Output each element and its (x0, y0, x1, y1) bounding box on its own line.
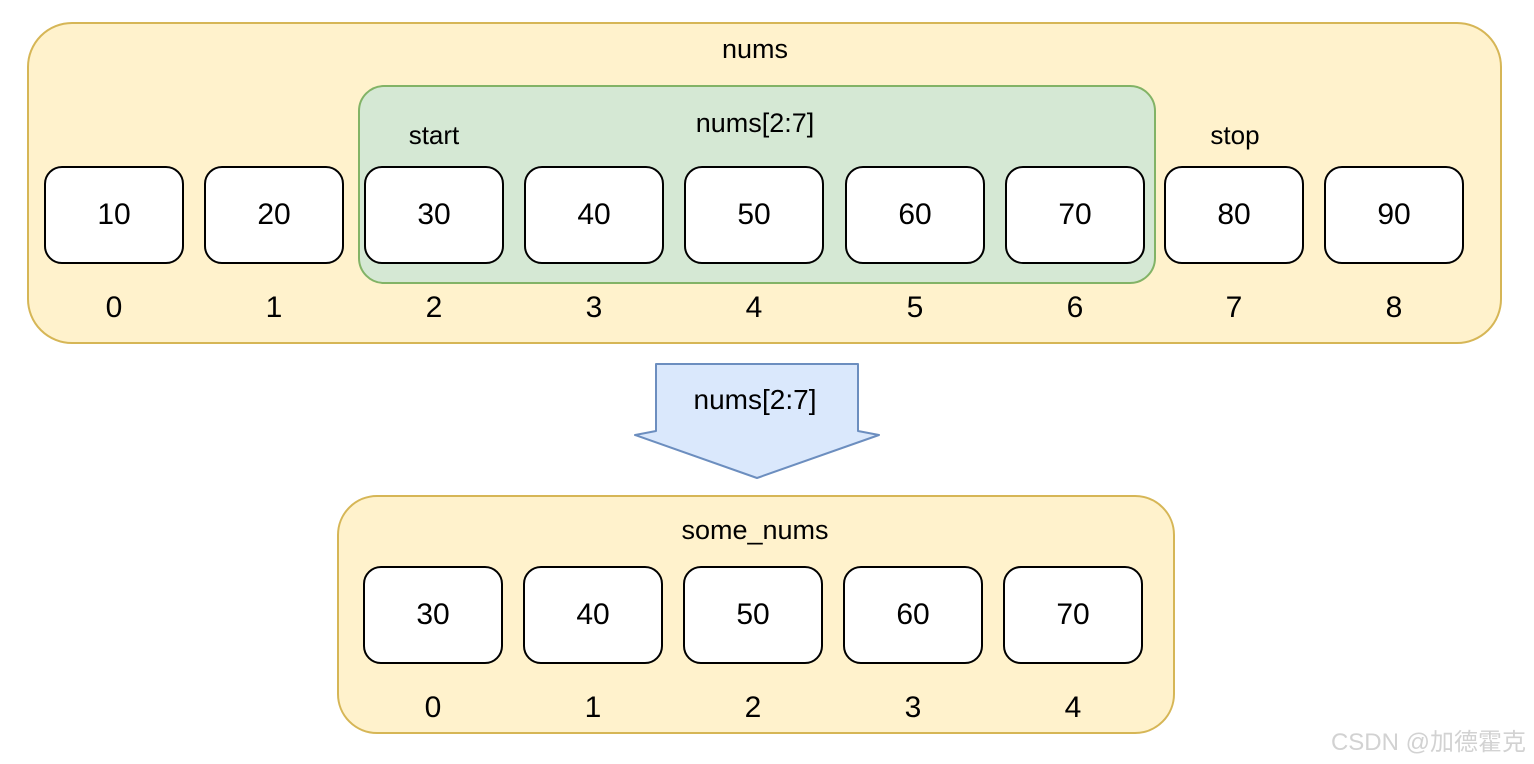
nums-index-8: 8 (1385, 291, 1403, 324)
cell-value: 10 (97, 198, 131, 231)
nums-title: nums (721, 34, 789, 64)
cell-value: 40 (577, 198, 611, 231)
nums-cell-7: 80 (1164, 166, 1304, 264)
cell-value: 50 (736, 598, 770, 631)
nums-index-1: 1 (265, 291, 283, 324)
nums-cell-2: 30 (364, 166, 504, 264)
nums-index-5: 5 (906, 291, 924, 324)
watermark: CSDN @加德霍克 (1330, 729, 1526, 756)
nums-cell-5: 60 (845, 166, 985, 264)
down-arrow-icon (634, 363, 880, 479)
nums-index-0: 0 (105, 291, 123, 324)
some-nums-cell-1: 40 (523, 566, 663, 664)
nums-cell-0: 10 (44, 166, 184, 264)
stop-label: stop (1210, 120, 1260, 150)
cell-value: 70 (1056, 598, 1090, 631)
nums-cell-6: 70 (1005, 166, 1145, 264)
nums-cell-3: 40 (524, 166, 664, 264)
cell-value: 30 (417, 198, 451, 231)
some-nums-index-1: 1 (584, 691, 602, 724)
cell-value: 40 (576, 598, 610, 631)
cell-value: 60 (898, 198, 932, 231)
cell-value: 80 (1217, 198, 1251, 231)
nums-index-2: 2 (425, 291, 443, 324)
slice-label: nums[2:7] (695, 108, 815, 138)
nums-index-6: 6 (1066, 291, 1084, 324)
cell-value: 60 (896, 598, 930, 631)
cell-value: 20 (257, 198, 291, 231)
start-label: start (408, 120, 460, 150)
nums-index-7: 7 (1225, 291, 1243, 324)
nums-cell-8: 90 (1324, 166, 1464, 264)
some-nums-index-0: 0 (424, 691, 442, 724)
some-nums-index-2: 2 (744, 691, 762, 724)
some-nums-cell-2: 50 (683, 566, 823, 664)
some-nums-index-3: 3 (904, 691, 922, 724)
cell-value: 50 (737, 198, 771, 231)
some-nums-cell-0: 30 (363, 566, 503, 664)
nums-cell-1: 20 (204, 166, 344, 264)
cell-value: 70 (1058, 198, 1092, 231)
cell-value: 90 (1377, 198, 1411, 231)
some-nums-title: some_nums (681, 515, 829, 545)
cell-value: 30 (416, 598, 450, 631)
some-nums-index-4: 4 (1064, 691, 1082, 724)
nums-cell-4: 50 (684, 166, 824, 264)
arrow-label: nums[2:7] (693, 384, 817, 415)
nums-index-3: 3 (585, 291, 603, 324)
some-nums-cell-3: 60 (843, 566, 983, 664)
some-nums-cell-4: 70 (1003, 566, 1143, 664)
nums-index-4: 4 (745, 291, 763, 324)
